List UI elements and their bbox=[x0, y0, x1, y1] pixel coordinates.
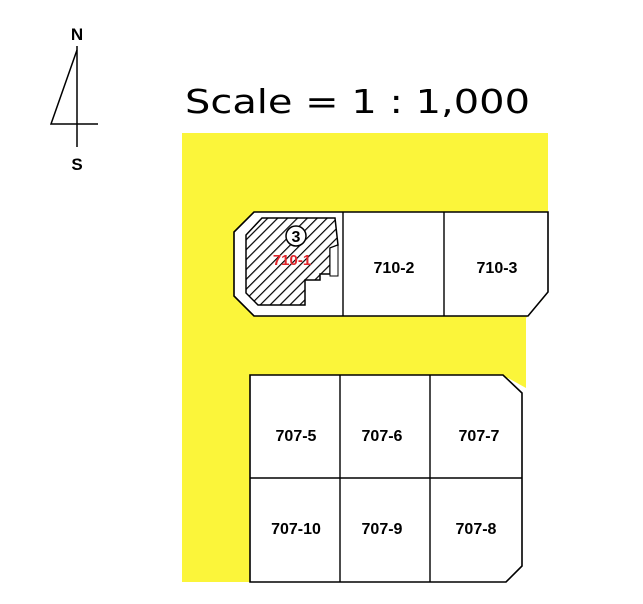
parcel-label-707-6: 707-6 bbox=[362, 428, 403, 445]
compass-south-label: S bbox=[71, 155, 82, 174]
subject-lot-710-1: 3 710-1 bbox=[245, 217, 339, 306]
parcel-label-707-10: 707-10 bbox=[271, 521, 321, 538]
parcel-label-710-2: 710-2 bbox=[374, 260, 415, 277]
parcel-label-707-9: 707-9 bbox=[362, 521, 403, 538]
parcel-label-707-5: 707-5 bbox=[276, 428, 317, 445]
lot-marker-number: 3 bbox=[292, 229, 301, 246]
lot-marker-circle-icon bbox=[285, 225, 307, 247]
compass-north-label: N bbox=[71, 25, 83, 44]
parcel-label-710-3: 710-3 bbox=[477, 260, 518, 277]
parcel-label-707-7: 707-7 bbox=[459, 428, 500, 445]
subject-lot-label: 710-1 bbox=[273, 252, 311, 269]
scale-label: Scale = 1 : 1,000 bbox=[185, 82, 530, 121]
parcel-label-707-8: 707-8 bbox=[456, 521, 497, 538]
north-arrow-icon: N S bbox=[49, 25, 98, 174]
